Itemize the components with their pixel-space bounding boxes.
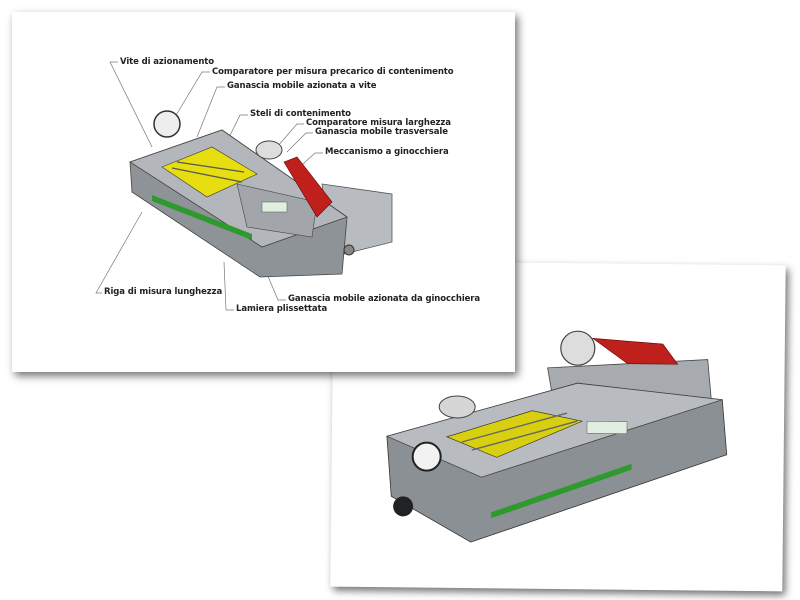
machine-render [385, 330, 728, 543]
label-steli: Steli di contenimento [250, 109, 351, 119]
labeled-drawing-card: Vite di azionamento Comparatore per misu… [12, 12, 515, 372]
label-riga: Riga di misura lunghezza [104, 287, 223, 297]
render-card [330, 260, 786, 592]
label-ganascia-trasversale: Ganascia mobile trasversale [315, 127, 448, 137]
label-comparatore-larghezza: Comparatore misura larghezza [306, 118, 451, 128]
label-ganascia-ginocchiera: Ganascia mobile azionata da ginocchiera [288, 294, 481, 304]
machine-render-labeled [95, 61, 393, 311]
label-comparatore-precarico: Comparatore per misura precarico di cont… [212, 67, 454, 77]
label-ganascia-vite: Ganascia mobile azionata a vite [227, 81, 377, 91]
label-lamiera: Lamiera plissettata [236, 304, 328, 314]
label-vite-di-azionamento: Vite di azionamento [120, 57, 214, 67]
label-meccanismo: Meccanismo a ginocchiera [325, 147, 449, 157]
